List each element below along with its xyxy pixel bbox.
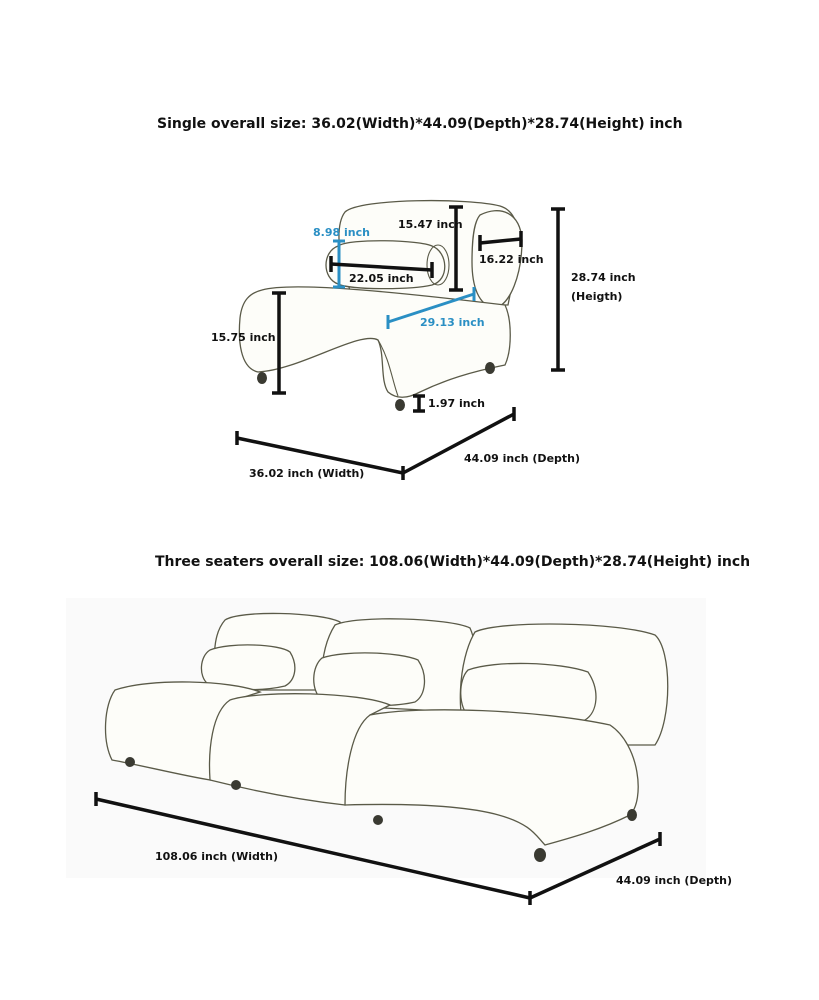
single-sofa-legs [257,362,495,411]
three-seater-legs [125,757,637,862]
label-pillow-diameter: 8.98 inch [313,226,370,239]
dim-pillow-length [329,256,434,278]
three-seater-backdrop [66,598,706,878]
label-back-depth: 16.22 inch [479,253,544,266]
dim-back-depth [478,231,523,251]
three-seater-size-title: Three seaters overall size: 108.06(Width… [155,554,751,570]
dim-arm-height [449,205,463,292]
dim-total-height [551,207,565,372]
dim-depth [401,407,516,480]
dim-seat-depth [386,287,476,329]
label-three-width: 108.06 inch (Width) [155,850,278,863]
label-width: 36.02 inch (Width) [249,467,365,480]
dim-three-depth [528,832,662,905]
three-seater-outline [104,612,669,846]
label-three-depth: 44.09 inch (Depth) [616,874,733,887]
dim-width [235,431,404,475]
label-seat-height: 15.75 inch [211,331,276,344]
label-depth: 44.09 inch (Depth) [464,452,581,465]
label-seat-depth: 29.13 inch [420,316,485,329]
label-total-height-note: (Heigth) [571,290,623,303]
dim-seat-height [272,291,286,395]
label-pillow-length: 22.05 inch [349,272,414,285]
label-leg-height: 1.97 inch [428,397,485,410]
single-size-title: Single overall size: 36.02(Width)*44.09(… [157,116,683,132]
single-sofa-outline [238,199,523,398]
label-arm-height: 15.47 inch [398,218,463,231]
dim-three-width [94,792,531,900]
single-sofa-diagram [235,199,565,480]
label-total-height: 28.74 inch [571,271,636,284]
dim-leg-height [413,394,425,413]
